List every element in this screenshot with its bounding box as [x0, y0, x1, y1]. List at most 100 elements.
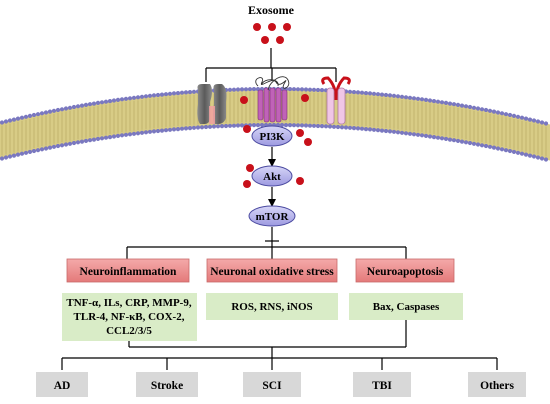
lipid-head: [95, 136, 101, 141]
effect-neuroinflammation: Neuroinflammation: [66, 258, 190, 283]
lipid-head: [87, 102, 93, 107]
lipid-head: [307, 123, 313, 128]
lipid-head: [283, 123, 289, 128]
lipid-head: [27, 149, 33, 154]
lipid-head: [59, 143, 65, 148]
exosome-particle: [276, 36, 284, 44]
lipid-head: [79, 139, 85, 144]
lipid-head: [179, 126, 185, 131]
lipid-head: [543, 157, 549, 162]
lipid-head: [83, 102, 89, 107]
lipid-head: [0, 156, 5, 161]
disease-sci: SCI: [243, 372, 301, 397]
lipid-head: [359, 90, 365, 95]
lipid-head: [495, 110, 501, 115]
lipid-head: [543, 121, 549, 126]
lipid-head: [295, 87, 301, 92]
lipid-head: [375, 128, 381, 133]
lipid-head: [259, 122, 265, 128]
lipid-head: [87, 138, 93, 143]
mtor-label: mTOR: [256, 211, 290, 223]
exosome-particle: [283, 23, 291, 31]
lipid-head: [287, 123, 293, 128]
lipid-head: [175, 127, 181, 132]
disease-tbi: TBI: [353, 372, 411, 397]
lipid-head: [163, 92, 169, 97]
lipid-head: [255, 123, 261, 128]
lipid-head: [315, 87, 321, 93]
lipid-head: [523, 152, 529, 157]
lipid-head: [167, 91, 173, 96]
lipid-head: [431, 135, 437, 140]
lipid-head: [231, 123, 237, 128]
disease-branches: [61, 320, 498, 370]
lipid-head: [371, 127, 377, 132]
lipid-head: [539, 156, 545, 161]
lipid-head: [75, 104, 81, 109]
lipid-head: [183, 90, 189, 95]
lipid-head: [531, 118, 537, 123]
lipid-head: [335, 124, 341, 130]
lipid-head: [447, 101, 453, 106]
lipid-head: [131, 131, 137, 136]
lipid-head: [235, 87, 241, 92]
lipid-head: [367, 127, 373, 132]
lipid-head: [211, 124, 217, 129]
lipid-head: [67, 141, 73, 146]
lipid-head: [79, 103, 85, 108]
lipid-head: [527, 117, 533, 122]
lipid-head: [123, 132, 129, 137]
lipid-head: [519, 115, 525, 120]
lipid-head: [91, 137, 97, 142]
lipid-head: [311, 87, 317, 92]
lipid-head: [435, 135, 441, 140]
lipid-head: [291, 123, 297, 128]
cargo-particle: [240, 96, 248, 104]
lipid-head: [375, 92, 381, 97]
lipid-head: [419, 133, 425, 138]
lipid-head: [11, 153, 17, 158]
lipid-head: [507, 112, 513, 118]
lipid-head: [303, 123, 309, 128]
lipid-head: [215, 124, 221, 129]
lipid-head: [439, 100, 445, 105]
transmembrane-receptor: [321, 76, 351, 125]
exosome-bracket: [205, 48, 337, 82]
lipid-head: [23, 114, 29, 119]
lipid-head: [383, 128, 389, 134]
lipid-head: [159, 128, 165, 133]
lipid-head: [515, 114, 521, 119]
lipid-head: [347, 125, 353, 130]
lipid-head: [447, 137, 453, 142]
lipid-head: [399, 130, 405, 135]
lipid-head: [491, 109, 497, 114]
lipid-head: [179, 90, 185, 95]
effect-label: Neuronal oxidative stress: [210, 266, 334, 278]
lipid-head: [135, 131, 141, 136]
lipid-head: [503, 148, 509, 153]
lipid-head: [439, 136, 445, 141]
lipid-head: [523, 116, 529, 121]
lipid-head: [171, 127, 177, 132]
lipid-head: [207, 124, 213, 129]
lipid-head: [203, 124, 209, 130]
lipid-head: [503, 112, 509, 117]
lipid-head: [471, 141, 477, 146]
lipid-head: [403, 95, 409, 100]
lipid-head: [155, 92, 161, 98]
disease-others: Others: [468, 372, 526, 397]
lipid-head: [7, 154, 13, 159]
exosome-cargo: [240, 94, 312, 188]
lipid-head: [431, 99, 437, 104]
disease-label: TBI: [372, 380, 392, 392]
lipid-head: [91, 101, 97, 106]
lipid-head: [75, 140, 81, 145]
lipid-head: [459, 139, 465, 144]
cargo-particle: [296, 129, 304, 137]
lipid-head: [427, 134, 433, 139]
cargo-particle: [296, 177, 304, 185]
lipid-head: [395, 130, 401, 135]
lipid-head: [351, 90, 357, 95]
lipid-head: [35, 112, 41, 117]
lipid-head: [19, 115, 25, 120]
